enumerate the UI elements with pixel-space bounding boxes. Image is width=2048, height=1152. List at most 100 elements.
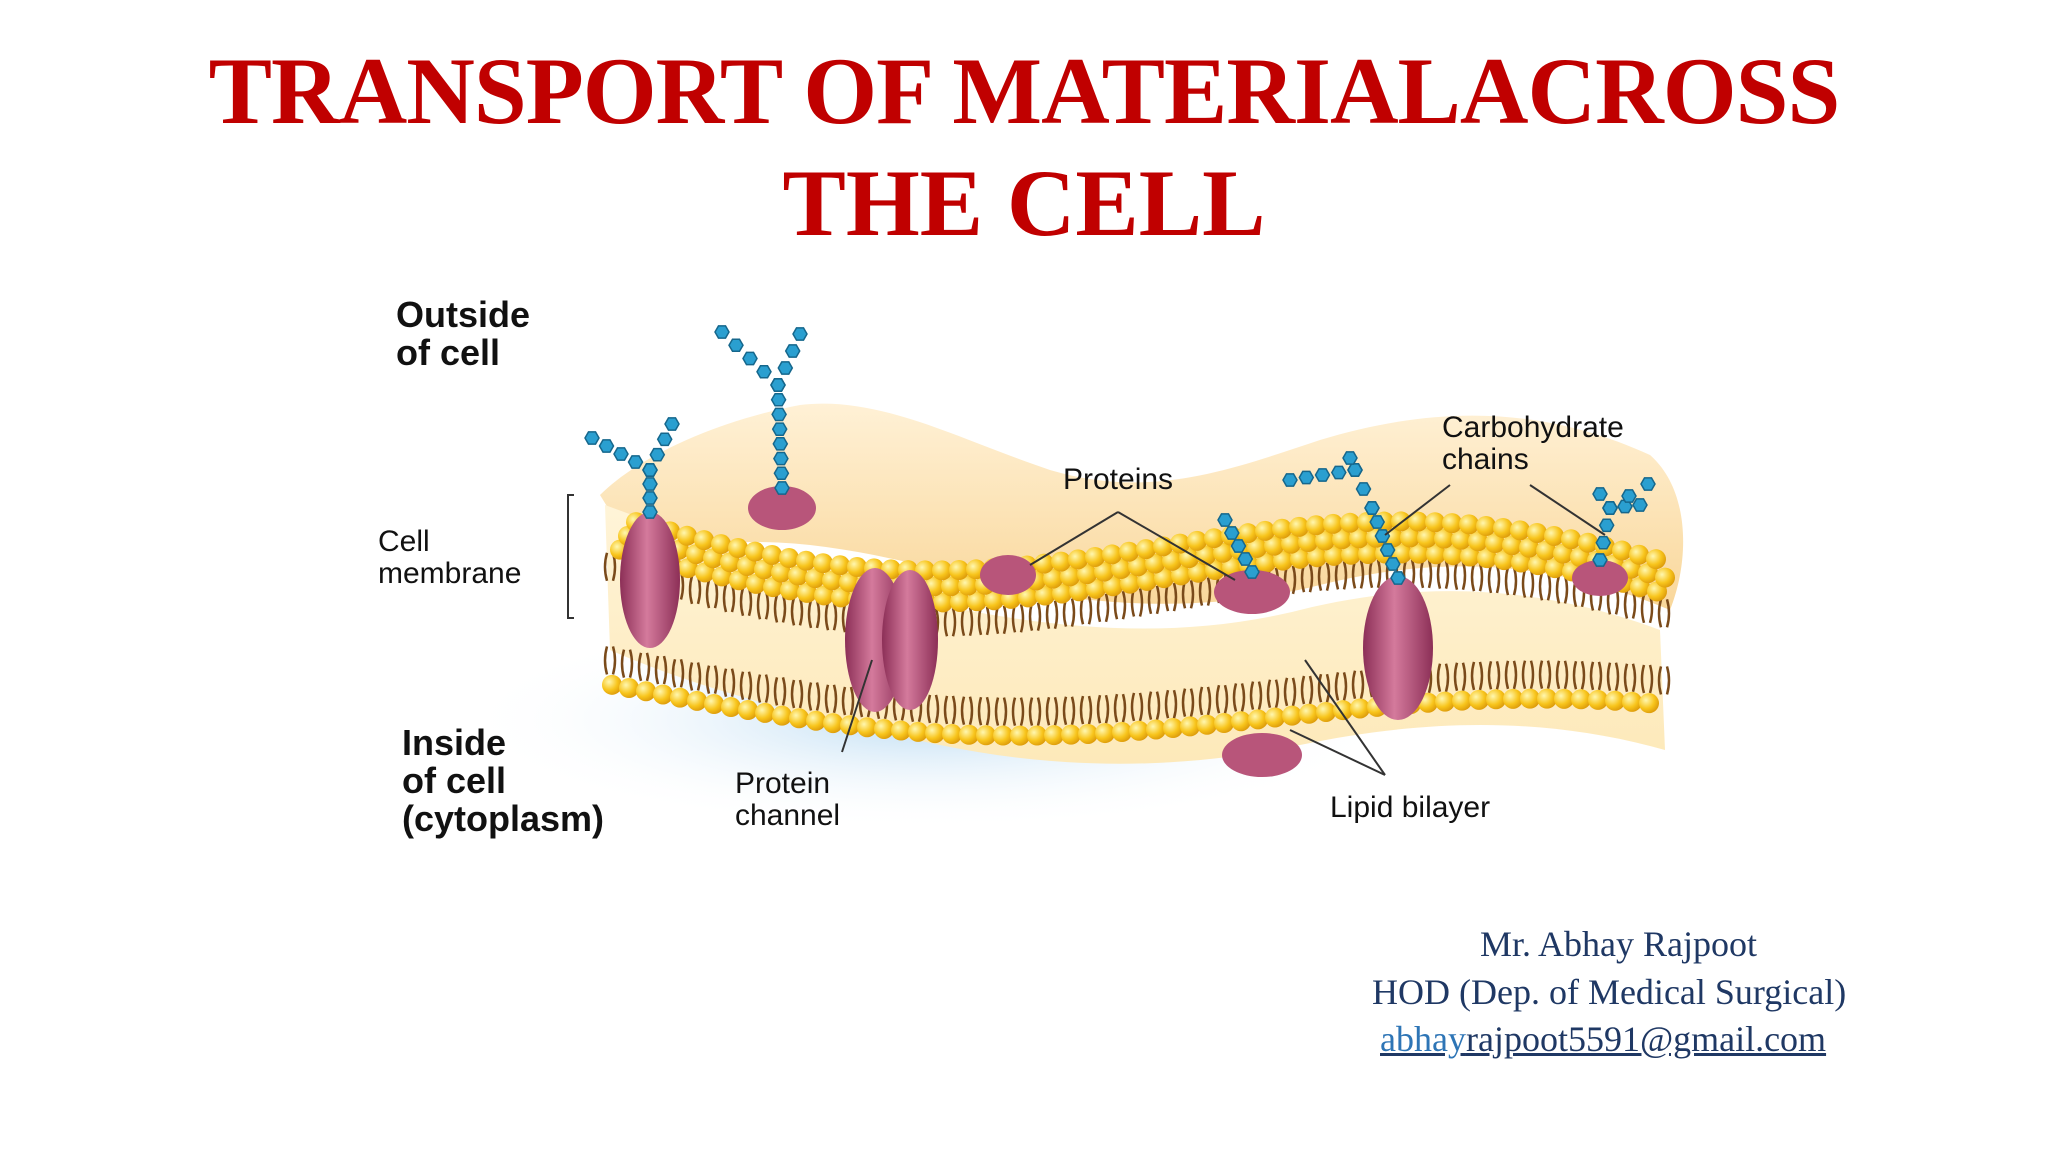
sugar-bead <box>584 431 600 445</box>
lipid-head <box>1086 578 1106 599</box>
lipid-head <box>1443 545 1463 566</box>
lipid-tail <box>671 658 685 688</box>
lipid-head <box>1231 711 1251 732</box>
lipid-head <box>1510 520 1530 541</box>
lipid-tail <box>1317 673 1331 703</box>
sugar-bead <box>649 447 666 462</box>
lipid-tail <box>603 646 617 675</box>
lipid-head <box>1605 690 1625 711</box>
protein-peripheral-bottom <box>1222 733 1302 777</box>
sugar-bead <box>772 437 789 451</box>
lipid-head <box>1129 720 1149 741</box>
protein-right-transmembrane <box>1363 576 1433 720</box>
lipid-head <box>1060 566 1080 587</box>
lipid-head <box>1527 522 1547 543</box>
author-email-line: abhayrajpoot5591@gmail.com <box>1380 1021 1826 1057</box>
lipid-head <box>1035 585 1055 606</box>
lipid-tail <box>1011 697 1025 726</box>
lipid-tail <box>1470 562 1484 592</box>
lipid-tail <box>1249 681 1263 710</box>
lipid-head <box>1120 573 1140 594</box>
lipid-tail <box>637 652 651 682</box>
protein-left-transmembrane <box>620 512 680 648</box>
lipid-head <box>1425 512 1445 533</box>
lipid-head <box>1655 567 1675 588</box>
lipid-tail <box>773 677 787 706</box>
lipid-head <box>1408 511 1428 532</box>
label-protein-channel: Protein channel <box>735 767 841 833</box>
sugar-bead <box>1592 553 1608 567</box>
lipid-tail <box>1436 663 1450 693</box>
lipid-head <box>1119 541 1139 562</box>
lipid-tail <box>1470 661 1484 691</box>
lipid-head <box>1435 691 1455 712</box>
lipid-head <box>1255 520 1275 541</box>
lipid-head <box>1571 689 1591 710</box>
lipid-head <box>1544 525 1564 546</box>
lipid-head <box>1069 581 1089 602</box>
lipid-head <box>1061 724 1081 745</box>
lipid-head <box>1170 533 1190 554</box>
lipid-head <box>1332 529 1352 550</box>
lipid-head <box>1052 583 1072 604</box>
lipid-head <box>1511 552 1531 573</box>
sugar-bead <box>1379 543 1396 557</box>
lipid-tail <box>620 649 634 678</box>
email-rest-part: rajpoot5591@gmail.com <box>1465 1019 1827 1059</box>
lipid-head <box>789 708 809 729</box>
sugar-bead <box>728 338 744 353</box>
lipid-head <box>694 530 714 551</box>
lipid-tail <box>977 696 991 726</box>
lipid-head <box>1051 551 1071 572</box>
lipid-tail <box>1215 684 1229 714</box>
carbohydrate-chains <box>584 325 1656 585</box>
lipid-head <box>1442 513 1462 534</box>
lipid-head <box>1273 550 1293 571</box>
lipid-head <box>796 550 816 571</box>
sugar-bead <box>773 451 789 466</box>
lipid-head <box>1459 514 1479 535</box>
lipid-head <box>1469 689 1489 710</box>
sugar-bead <box>756 364 772 379</box>
lipid-head <box>721 697 741 718</box>
lipid-head <box>780 580 800 601</box>
lipid-tail <box>1300 675 1314 705</box>
lipid-head <box>1340 512 1360 533</box>
lipid-head <box>1358 543 1378 564</box>
lipid-head <box>1476 516 1496 537</box>
sugar-bead <box>792 327 808 341</box>
lipid-tail <box>1623 663 1637 693</box>
sugar-bead <box>1602 501 1618 515</box>
lipid-head <box>949 560 969 581</box>
sugar-bead <box>777 361 794 375</box>
lipid-head <box>1180 716 1200 737</box>
lipid-tail <box>1181 688 1195 717</box>
lipid-head <box>1290 548 1310 569</box>
sugar-bead <box>1342 451 1358 465</box>
lipid-head <box>1426 544 1446 565</box>
lipid-head <box>1485 533 1505 554</box>
lipid-head <box>1154 568 1174 589</box>
lipid-tail <box>1164 689 1178 719</box>
lipid-head <box>755 702 775 723</box>
lipid-tail <box>1266 679 1280 709</box>
lipid-head <box>1493 518 1513 539</box>
lipid-head <box>1323 513 1343 534</box>
sugar-bead <box>642 491 658 505</box>
sugar-bead <box>642 505 658 519</box>
lipid-head <box>822 570 842 591</box>
lipid-head <box>1068 549 1088 570</box>
lipid-tail <box>756 674 770 703</box>
lipid-head <box>805 568 825 589</box>
lipid-head <box>797 582 817 603</box>
author-email-link[interactable]: abhayrajpoot5591@gmail.com <box>1380 1019 1826 1059</box>
sugar-bead <box>1347 463 1363 477</box>
lipid-head <box>1103 576 1123 597</box>
lipid-head <box>1502 535 1522 556</box>
lipid-head <box>1044 725 1064 746</box>
lipid-head <box>1503 688 1523 709</box>
lipid-head <box>950 591 970 612</box>
lipid-head <box>1324 545 1344 566</box>
lipid-head <box>967 591 987 612</box>
lipid-tail <box>960 696 974 726</box>
